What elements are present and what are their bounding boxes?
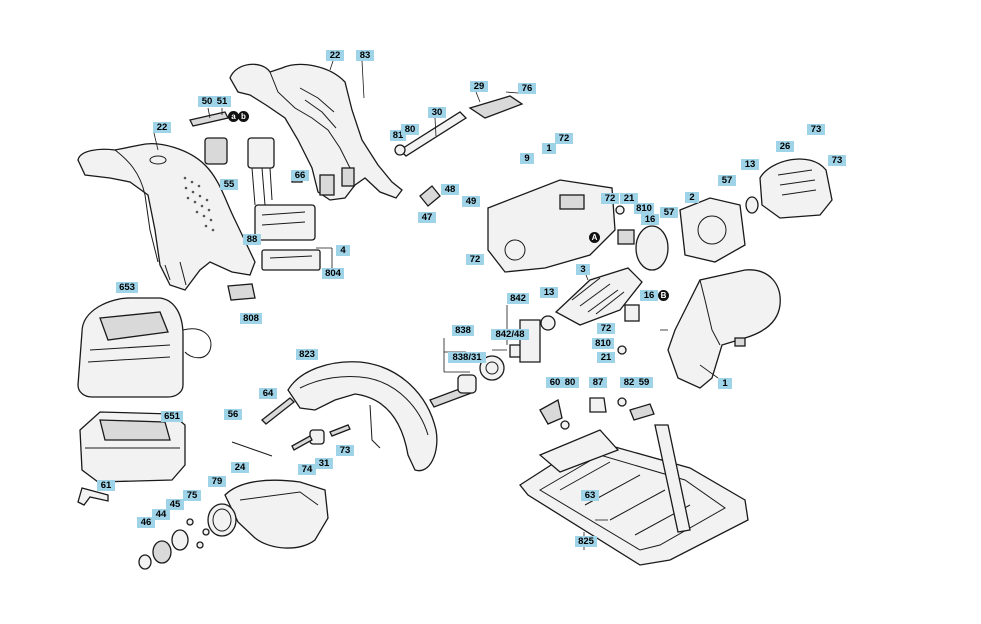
callout-label: 75 [183, 490, 201, 501]
housing-half-left [77, 143, 256, 291]
marker-b: b [238, 111, 249, 122]
callout-label: 842 [507, 293, 529, 304]
blade-guard [287, 361, 438, 472]
motor-housing [667, 269, 781, 389]
callout-label: 810 [634, 203, 654, 214]
callout-label: 51 [213, 96, 231, 107]
small-hardware [186, 397, 351, 549]
callout-label: 1 [718, 378, 732, 389]
callout-label: 16 [641, 214, 659, 225]
callout-label: 22 [153, 122, 171, 133]
callout-label: 57 [718, 175, 736, 186]
marker-a: a [228, 111, 239, 122]
callout-label: 66 [291, 170, 309, 181]
callout-label: 80 [561, 377, 579, 388]
battery-pack [79, 411, 186, 483]
callout-label: 73 [336, 445, 354, 456]
armature [540, 267, 643, 331]
callout-label: 21 [620, 193, 638, 204]
callout-label: 45 [166, 499, 184, 510]
marker-B: B [658, 290, 669, 301]
callout-label: 72 [601, 193, 619, 204]
callout-label: 1 [542, 143, 556, 154]
callout-label: 57 [660, 207, 678, 218]
callout-label: 30 [428, 107, 446, 118]
housing-half-right [229, 63, 403, 201]
callout-label: 64 [259, 388, 277, 399]
callout-label: 13 [741, 159, 759, 170]
callout-label: 61 [97, 480, 115, 491]
hex-key [77, 487, 109, 506]
callout-label: 48 [441, 184, 459, 195]
callout-label: 49 [462, 196, 480, 207]
callout-label: 47 [418, 212, 436, 223]
callout-label: 74 [298, 464, 316, 475]
callout-label: 55 [220, 179, 238, 190]
callout-label: 59 [635, 377, 653, 388]
switch-module [189, 111, 321, 301]
callout-label: 823 [296, 349, 318, 360]
callout-label: 13 [540, 287, 558, 298]
callout-label: 80 [401, 124, 419, 135]
callout-label: 31 [315, 458, 333, 469]
callout-label: 79 [208, 476, 226, 487]
base-plate [519, 424, 749, 566]
callout-label: 56 [224, 409, 242, 420]
callout-label: 63 [581, 490, 599, 501]
fan-shroud [759, 158, 833, 219]
callout-label: 50 [198, 96, 216, 107]
callout-label: 60 [546, 377, 564, 388]
callout-label: 26 [776, 141, 794, 152]
callout-label: 22 [326, 50, 344, 61]
callout-label: 653 [116, 282, 138, 293]
callout-label: 838 [452, 325, 474, 336]
stator [635, 196, 759, 271]
callout-label: 46 [137, 517, 155, 528]
callout-label: 44 [152, 509, 170, 520]
callout-label: 21 [597, 352, 615, 363]
callout-label: 4 [336, 245, 350, 256]
gear-housing [487, 179, 616, 273]
callout-label: 72 [555, 133, 573, 144]
callout-label: 83 [356, 50, 374, 61]
callout-label: 87 [589, 377, 607, 388]
callout-label: 81 [390, 130, 406, 141]
brush-holders [394, 95, 640, 355]
callout-label: 9 [520, 153, 534, 164]
callout-label: 29 [470, 81, 488, 92]
callout-label: 838/31 [448, 352, 486, 363]
callout-label: 72 [466, 254, 484, 265]
callout-label: 804 [322, 268, 344, 279]
callout-label: 24 [231, 462, 249, 473]
callout-label: 88 [243, 234, 261, 245]
battery-charger [77, 297, 212, 398]
adjustment-knobs [539, 397, 655, 430]
callout-label: 651 [161, 411, 183, 422]
callout-label: 73 [828, 155, 846, 166]
grip-pattern [183, 176, 215, 232]
blade-flange-set [138, 529, 189, 570]
marker-A: A [589, 232, 600, 243]
callout-label: 82 [620, 377, 638, 388]
callout-label: 3 [576, 264, 590, 275]
callout-label: 2 [685, 192, 699, 203]
callout-label: 16 [640, 290, 658, 301]
callout-label: 72 [597, 323, 615, 334]
callout-label: 76 [518, 83, 536, 94]
callout-label: 73 [807, 124, 825, 135]
callout-label: 810 [592, 338, 614, 349]
lower-guard [207, 479, 329, 549]
callout-label: 808 [240, 313, 262, 324]
callout-label: 842/48 [491, 329, 529, 340]
callout-label: 825 [575, 536, 597, 547]
